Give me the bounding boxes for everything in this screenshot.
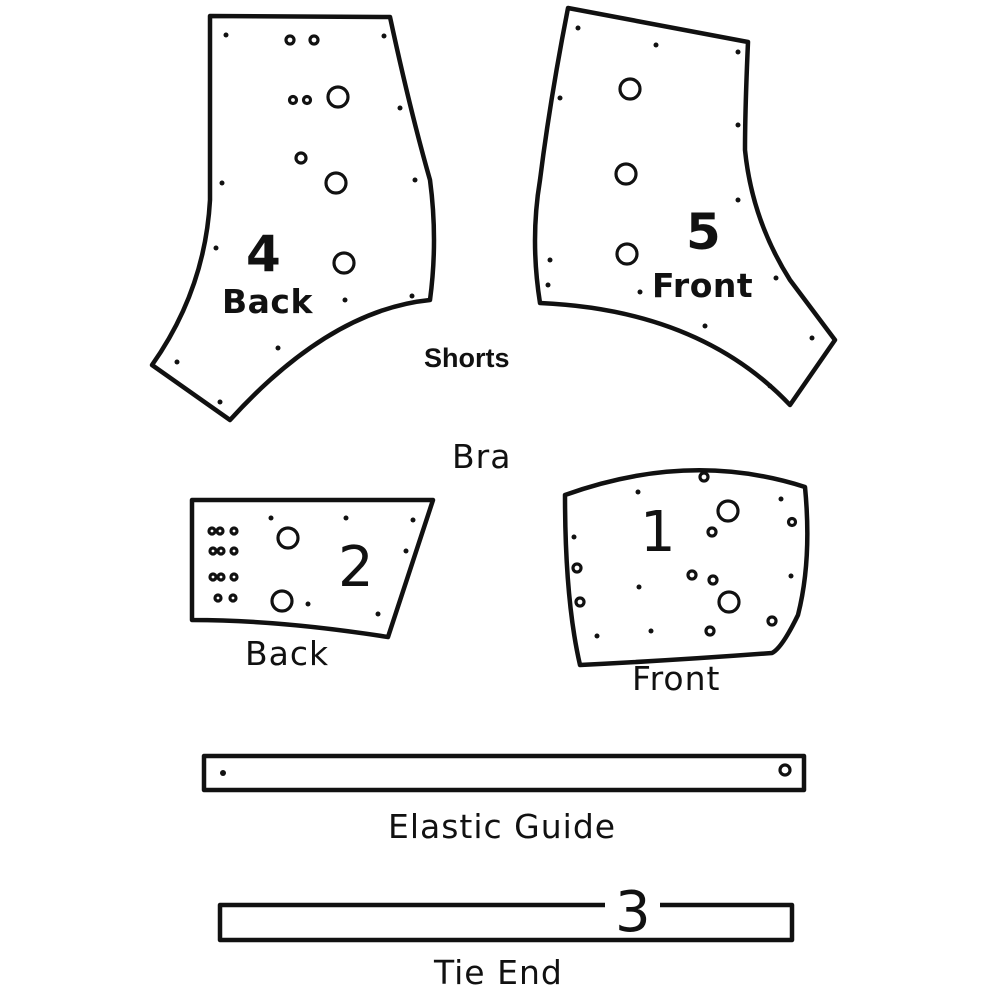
bra-front-piece [562,468,810,668]
shorts-back-number: 4 [246,225,281,283]
tie-end-number: 3 [615,880,651,945]
bra-front-number: 1 [640,500,676,565]
shorts-front-piece [532,5,838,408]
shorts-back-label: Back [222,282,313,321]
tie-end-piece [217,902,795,943]
shorts-back-piece [149,13,437,423]
bra-section-title: Bra [452,437,512,476]
bra-back-number: 2 [338,535,374,600]
bra-front-label: Front [632,659,721,698]
bra-back-label: Back [245,634,330,673]
shorts-section-title: Shorts [424,343,510,373]
elastic-guide-piece [201,753,807,793]
tie-end-label: Tie End [434,953,563,992]
bra-back-piece [189,497,436,640]
elastic-guide-label: Elastic Guide [388,807,617,846]
shorts-front-label: Front [652,266,754,305]
shorts-front-number: 5 [686,203,721,261]
